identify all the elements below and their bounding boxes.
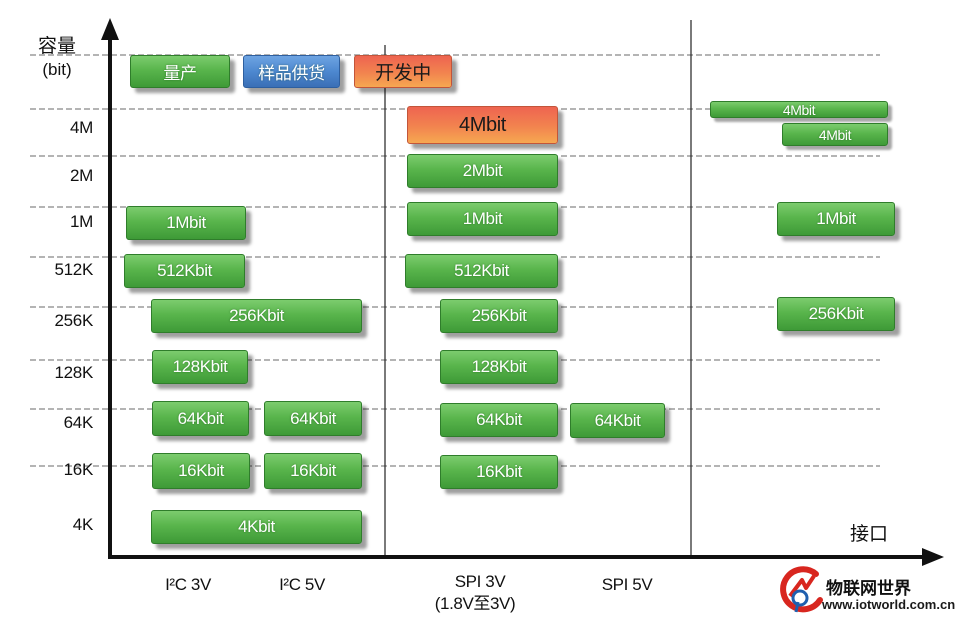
watermark: 物联网世界 www.iotworld.com.cn [776,566,955,616]
product-bar: 256Kbit [777,297,895,331]
y-tick-label: 128K [54,363,93,382]
x-tick-label: SPI 3V [454,572,506,591]
product-bar: 16Kbit [152,453,250,489]
product-bar: 64Kbit [152,401,249,436]
y-axis-arrow-icon [101,18,119,40]
x-tick-label: SPI 5V [601,575,653,594]
y-tick-label: 64K [63,413,94,432]
product-bar: 4Mbit [710,101,888,118]
y-tick-label: 512K [54,260,93,279]
product-bar: 512Kbit [124,254,245,288]
legend-mass-production: 量产 [130,55,230,88]
product-bar: 64Kbit [570,403,665,438]
y-axis-unit: (bit) [42,60,72,79]
legend-in-development: 开发中 [354,55,452,88]
y-tick-label: 1M [69,212,93,231]
x-axis-title: 接口 [850,524,889,545]
watermark-logo-icon [780,566,823,613]
y-tick-label: 4K [72,515,94,534]
product-bar: 1Mbit [126,206,246,240]
y-tick-label: 256K [54,311,93,330]
product-bar: 16Kbit [440,455,558,489]
y-axis-title: 容量 [37,36,76,57]
product-bar: 128Kbit [440,350,558,384]
y-tick-label: 2M [69,166,93,185]
product-bar: 128Kbit [152,350,248,384]
product-bar: 4Kbit [151,510,362,544]
product-bar: 1Mbit [777,202,895,236]
x-tick-label: I²C 5V [279,575,325,594]
x-tick-sublabel: (1.8V至3V) [434,594,516,613]
legend-sample: 样品供货 [243,55,340,88]
product-bar: 256Kbit [440,299,558,333]
y-tick-label: 16K [63,460,94,479]
product-bar: 64Kbit [264,401,362,436]
x-tick-label: I²C 3V [165,575,211,594]
product-bar: 64Kbit [440,403,558,437]
product-bar: 256Kbit [151,299,362,333]
product-bar: 4Mbit [782,123,888,146]
y-tick-label: 4M [69,118,93,137]
product-bar: 16Kbit [264,453,362,489]
product-bar: 512Kbit [405,254,558,288]
product-bar: 2Mbit [407,154,558,188]
watermark-url: www.iotworld.com.cn [822,597,955,612]
watermark-name: 物联网世界 [826,579,911,598]
product-bar-in-development: 4Mbit [407,106,558,144]
x-axis-arrow-icon [922,548,944,566]
product-bar: 1Mbit [407,202,558,236]
